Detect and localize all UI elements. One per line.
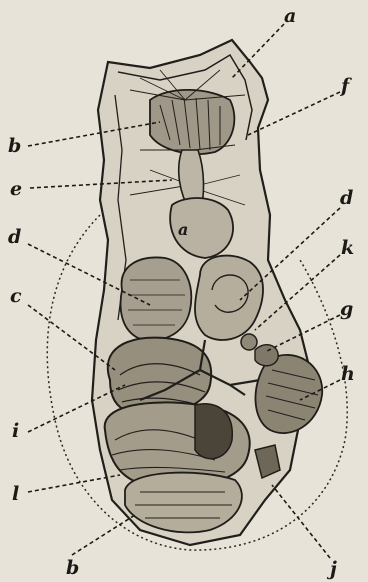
small-gland-k	[241, 334, 257, 350]
label-d-right: d	[340, 187, 353, 209]
label-d-left: d	[8, 226, 21, 248]
label-b-top: b	[8, 135, 21, 157]
left-lobe-organ	[121, 257, 192, 340]
label-i: i	[12, 420, 19, 442]
label-e: e	[10, 178, 22, 200]
label-k: k	[341, 237, 354, 259]
label-a: a	[284, 5, 296, 27]
label-h: h	[341, 363, 355, 385]
label-g: g	[340, 298, 353, 320]
label-b-bottom: b	[66, 557, 79, 579]
label-c: c	[10, 285, 22, 307]
organ-label-a: a	[178, 220, 188, 239]
label-l: l	[12, 483, 19, 505]
